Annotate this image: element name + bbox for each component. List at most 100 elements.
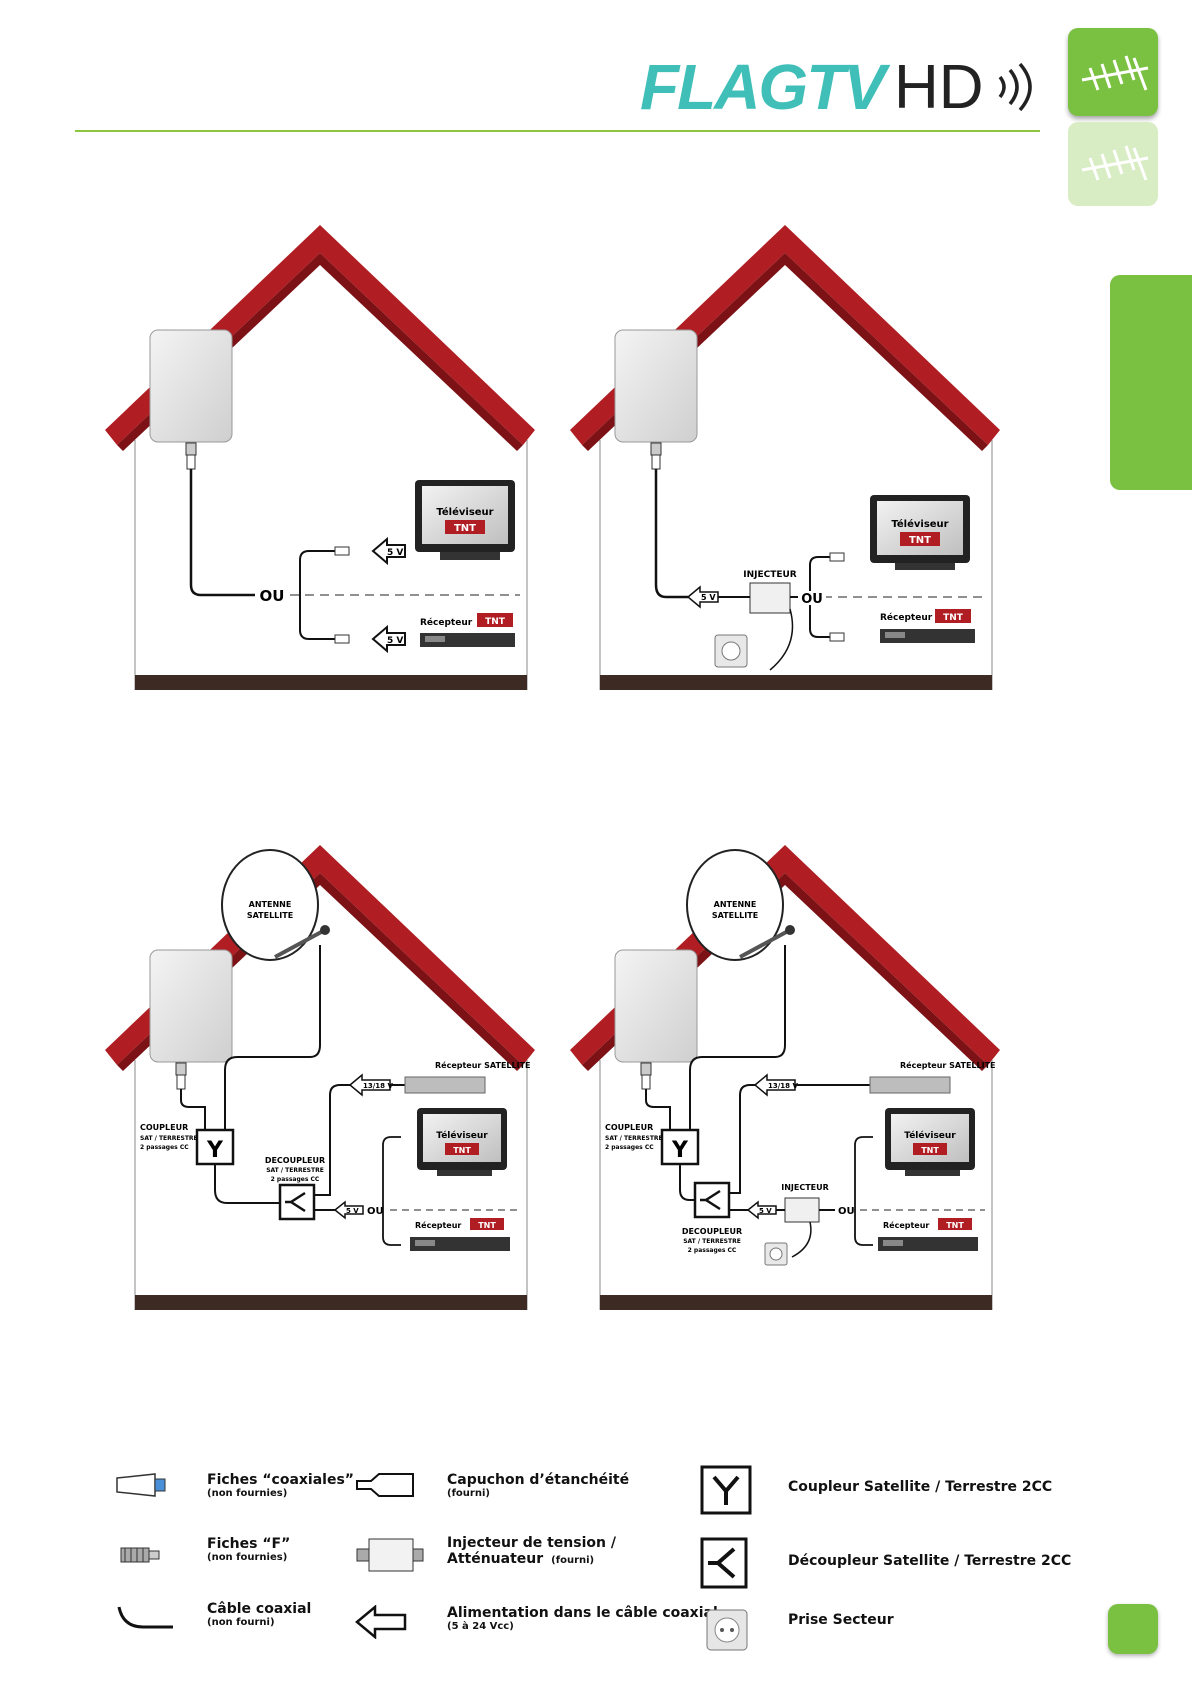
coax-cable [382, 1136, 401, 1210]
or-label: OU [260, 587, 285, 605]
legend-title: Injecteur de tension / [447, 1535, 616, 1551]
legend-title: Coupleur Satellite / Terrestre 2CC [788, 1479, 1053, 1495]
decoupler-sub: SAT / TERRESTRE [266, 1167, 324, 1174]
voltage-label: 5 V [346, 1207, 359, 1215]
receiver-label: Récepteur [415, 1220, 461, 1230]
diagram-satellite-coupler: ANTENNE SATELLITE Y COUPLEUR SAT / TERRE… [105, 845, 585, 1335]
legend-sub: (fourni) [447, 1488, 490, 1499]
tv-label: Téléviseur [904, 1130, 956, 1141]
coax-cable [180, 1089, 206, 1130]
coupler-label: COUPLEUR [140, 1123, 188, 1132]
decoupler-label: DECOUPLEUR [682, 1227, 742, 1236]
receiver-label: Récepteur [883, 1220, 929, 1230]
tnt-badge: TNT [478, 1221, 496, 1230]
tv-label: Téléviseur [436, 1130, 488, 1141]
coax-cable [645, 1089, 671, 1130]
coax-cable [679, 1164, 695, 1201]
satellite-receiver-icon [404, 1076, 486, 1094]
legend-title: Fiches “coaxiales” [207, 1472, 354, 1488]
dish-label: SATELLITE [247, 911, 293, 920]
decoupler-icon [693, 1181, 731, 1219]
coupler-sub: SAT / TERRESTRE [140, 1135, 198, 1142]
signal-waves-icon [998, 62, 1032, 112]
receiver-label: Récepteur [880, 612, 933, 623]
receiver-icon: Récepteur TNT [410, 1218, 510, 1251]
brand-logo: FLAGTV HD [640, 51, 1038, 123]
tnt-badge: TNT [454, 523, 476, 534]
tnt-badge: TNT [453, 1146, 471, 1155]
coupler-icon [660, 1128, 700, 1166]
indoor-antenna-icon [149, 949, 233, 1063]
receiver-label: Récepteur [420, 617, 473, 628]
power-arrow-icon [355, 1605, 407, 1639]
coax-plug-icon [334, 546, 350, 556]
chapter-side-strip [1110, 275, 1192, 490]
f-connector-icon [640, 1062, 652, 1090]
logo-flagtv-text: FLAGTV [640, 51, 886, 123]
tv-label: Téléviseur [891, 518, 948, 530]
coax-cable [854, 1136, 873, 1210]
coupler-sub: 2 passages CC [605, 1144, 654, 1151]
coupler-sub: 2 passages CC [140, 1144, 189, 1151]
diagram-injector-connection: 5 V INJECTEUR OU Téléviseur TNT Récepteu… [570, 225, 1050, 715]
side-tab-satellite[interactable] [1068, 122, 1158, 206]
voltage-label: 5 V [701, 593, 716, 602]
power-cable [791, 1221, 812, 1258]
coupler-icon [700, 1465, 752, 1515]
or-label: OU [838, 1206, 855, 1217]
satellite-dish-icon: ANTENNE SATELLITE [686, 849, 795, 961]
power-cable [769, 608, 794, 671]
coax-cable [382, 1210, 401, 1246]
legend-title: Découpleur Satellite / Terrestre 2CC [788, 1553, 1072, 1569]
logo-hd-text: HD [893, 52, 984, 122]
satellite-dish-icon: ANTENNE SATELLITE [221, 849, 330, 961]
or-label: OU [367, 1206, 384, 1217]
power-arrow-icon [371, 624, 406, 654]
or-label: OU [801, 592, 823, 607]
diagram-satellite-injector: ANTENNE SATELLITE Y COUPLEUR SAT / TERRE… [570, 845, 1050, 1335]
antenna-icon [1081, 145, 1149, 181]
injector-icon [749, 582, 791, 614]
tv-icon: Téléviseur TNT [885, 1108, 975, 1176]
voltage-label: 5 V [759, 1207, 772, 1215]
diagram-direct-connection: 5 V 5 V OU Téléviseur TNT Récepteur TNT [105, 225, 585, 715]
tnt-badge: TNT [485, 617, 506, 627]
sat-receiver-label: Récepteur SATELLITE [900, 1060, 996, 1070]
legend-title: Capuchon d’étanchéité [447, 1472, 630, 1488]
legend-title: Fiches “F” [207, 1536, 291, 1552]
dish-label: ANTENNE [714, 900, 757, 909]
tv-label: Téléviseur [436, 506, 493, 518]
coax-plug-icon [829, 552, 845, 562]
house-floor [135, 675, 527, 690]
house-floor [600, 1295, 992, 1310]
coax-cable [224, 945, 321, 1130]
coax-plug-icon [116, 1473, 166, 1497]
decoupler-sub: 2 passages CC [271, 1176, 320, 1183]
receiver-icon: Récepteur TNT [880, 609, 975, 643]
coax-cable [854, 1210, 873, 1246]
f-plug-icon [120, 1547, 160, 1563]
coax-cable [809, 597, 830, 638]
power-arrow-icon [333, 1200, 364, 1220]
dish-label: ANTENNE [249, 900, 292, 909]
injector-label: INJECTEUR [781, 1183, 829, 1192]
coupler-icon [195, 1128, 235, 1166]
tnt-badge: TNT [946, 1221, 964, 1230]
legend-sub: (non fourni) [207, 1617, 275, 1628]
injector-icon [356, 1538, 424, 1572]
receiver-icon: Récepteur TNT [878, 1218, 978, 1251]
legend-title: Câble coaxial [207, 1601, 312, 1617]
indoor-antenna-icon [614, 329, 698, 443]
tv-icon: Téléviseur TNT [870, 495, 970, 570]
decoupler-icon [700, 1537, 748, 1589]
decoupler-label: DECOUPLEUR [265, 1156, 325, 1165]
f-connector-icon [175, 1062, 187, 1090]
tv-icon: Téléviseur TNT [417, 1108, 507, 1176]
coupler-symbol: Y [206, 1138, 224, 1163]
coax-cable [654, 469, 688, 599]
tv-icon: Téléviseur TNT [415, 480, 515, 560]
legend-title: Atténuateur [447, 1551, 544, 1567]
coax-cable [809, 556, 830, 597]
side-tab-terrestrial[interactable] [1068, 28, 1158, 116]
voltage-label: 13/18 V [768, 1082, 798, 1090]
